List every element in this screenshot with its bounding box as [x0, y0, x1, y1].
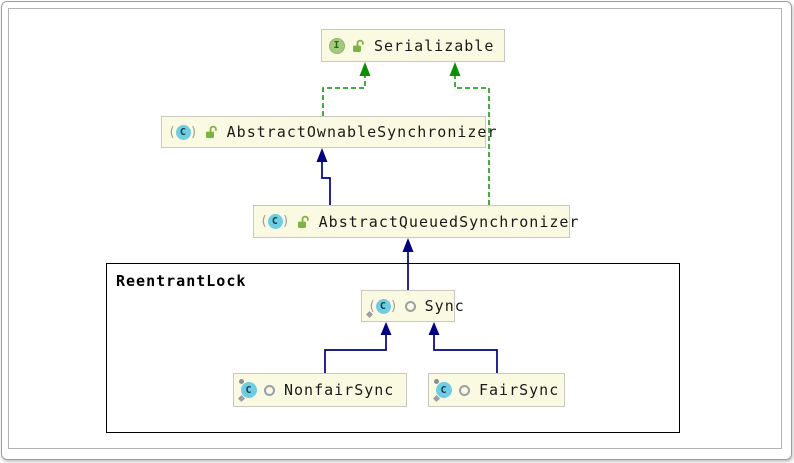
lock-open-icon	[296, 215, 310, 229]
abstract-class-icon: ( C )	[168, 124, 199, 140]
node-label: AbstractOwnableSynchronizer	[226, 123, 498, 141]
final-mark-icon	[239, 379, 244, 384]
node-nonfair-sync[interactable]: C NonfairSync	[233, 373, 407, 407]
reentrantlock-package-box[interactable]: ReentrantLock	[106, 263, 680, 433]
node-fair-sync[interactable]: C FairSync	[428, 373, 565, 407]
node-sync[interactable]: ( C ) Sync	[361, 290, 464, 322]
package-private-icon	[264, 384, 275, 396]
package-label: ReentrantLock	[116, 272, 247, 290]
node-label: AbstractQueuedSynchronizer	[318, 212, 580, 231]
node-abstract-queued-synchronizer[interactable]: ( C ) AbstractQueuedSynchronizer	[253, 205, 578, 238]
class-icon: C	[432, 379, 452, 403]
node-label: Sync	[424, 297, 465, 315]
class-icon: C	[237, 379, 257, 403]
final-mark-icon	[434, 379, 439, 384]
package-private-icon	[459, 384, 470, 396]
node-label: FairSync	[479, 381, 560, 399]
lock-open-icon	[351, 39, 365, 53]
package-private-icon	[404, 300, 416, 312]
node-label: Serializable	[374, 36, 495, 55]
abstract-class-icon: ( C )	[260, 214, 291, 229]
node-abstract-ownable-synchronizer[interactable]: ( C ) AbstractOwnableSynchronizer	[161, 116, 497, 148]
abstract-class-icon: ( C )	[365, 298, 398, 318]
node-serializable[interactable]: I Serializable	[321, 29, 505, 62]
lock-open-icon	[204, 125, 218, 139]
interface-icon: I	[329, 37, 345, 54]
node-label: NonfairSync	[284, 381, 395, 399]
